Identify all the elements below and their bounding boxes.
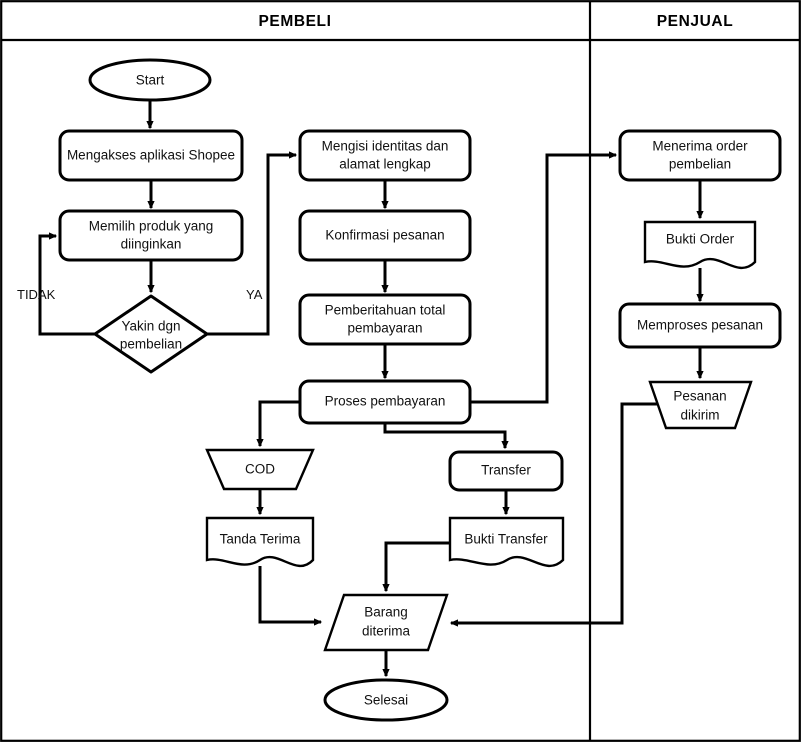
- lane-title-pembeli: PEMBELI: [258, 13, 331, 30]
- node-memproses-label: Memproses pesanan: [637, 318, 763, 333]
- node-pemberitahuan-label-line2: pembayaran: [347, 321, 422, 336]
- node-pesanan-dikirim-label-line1: Pesanan: [673, 389, 726, 404]
- node-pesanan-dikirim-shape: [648, 380, 753, 430]
- node-memilih-label-line1: Memilih produk yang: [89, 219, 214, 234]
- edge-ya-to-mengisi: [207, 151, 298, 336]
- lane-title-penjual: PENJUAL: [657, 13, 734, 30]
- node-menerima-order-label-line2: pembelian: [669, 157, 731, 172]
- node-bukti-transfer-shape: [448, 516, 565, 567]
- node-transfer-label: Transfer: [481, 463, 531, 478]
- edge-proses-to-cod: [256, 400, 300, 448]
- edge-pesanan-dikirim-to-barang: [449, 402, 657, 627]
- node-mengisi-label-line2: alamat lengkap: [339, 157, 431, 172]
- node-yakin-shape: [93, 294, 209, 374]
- node-barang-diterima-shape: [323, 593, 449, 652]
- edge-label-ya: YA: [246, 287, 263, 302]
- node-bukti-order-label: Bukti Order: [666, 232, 735, 247]
- node-barang-diterima-label-line1: Barang: [364, 605, 408, 620]
- node-bukti-transfer-label: Bukti Transfer: [464, 532, 548, 547]
- node-memilih-label-line2: diinginkan: [121, 237, 182, 252]
- node-cod-label: COD: [245, 462, 275, 477]
- node-selesai-label: Selesai: [364, 693, 408, 708]
- node-menerima-order-label-line1: Menerima order: [652, 139, 748, 154]
- node-barang-diterima-label-line2: diterima: [362, 624, 411, 639]
- edge-label-tidak: TIDAK: [17, 287, 56, 302]
- node-yakin-label-line1: Yakin dgn: [121, 319, 180, 334]
- node-pemberitahuan-label-line1: Pemberitahuan total: [325, 303, 446, 318]
- node-tanda-terima-shape: [205, 516, 315, 567]
- node-tanda-terima-label: Tanda Terima: [220, 532, 301, 547]
- node-cod-shape: [205, 448, 315, 491]
- node-start-label: Start: [136, 73, 165, 88]
- edge-tanda-terima-to-barang: [258, 566, 323, 626]
- node-konfirmasi-label: Konfirmasi pesanan: [325, 228, 444, 243]
- edge-proses-to-menerima-order: [470, 151, 618, 404]
- node-bukti-order-shape: [643, 220, 757, 269]
- edge-proses-to-transfer: [383, 423, 509, 450]
- node-proses-bayar-label: Proses pembayaran: [325, 394, 446, 409]
- edge-tidak-loopback: [38, 232, 95, 336]
- node-mengakses-label: Mengakses aplikasi Shopee: [67, 148, 235, 163]
- edge-bukti-transfer-to-barang: [382, 541, 450, 593]
- node-yakin-label-line2: pembelian: [120, 337, 182, 352]
- node-pesanan-dikirim-label-line2: dikirim: [681, 408, 720, 423]
- node-mengisi-label-line1: Mengisi identitas dan: [322, 139, 449, 154]
- node-selesai-shape: [323, 678, 449, 722]
